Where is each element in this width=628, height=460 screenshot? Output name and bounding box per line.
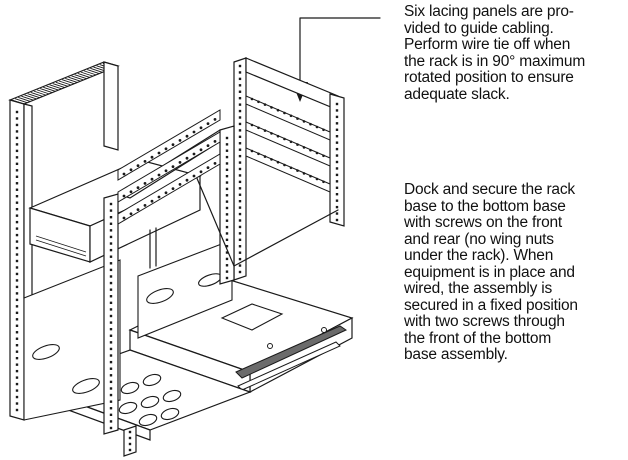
callout-line: Dock and secure the rack xyxy=(404,181,575,198)
callout-line: base to the bottom base xyxy=(404,197,566,215)
lacing-panels-callout: Six lacing panels are pro- vided to guid… xyxy=(404,3,586,103)
lacing-panel xyxy=(245,121,331,167)
lacing-panel xyxy=(245,95,331,141)
callout-line: the rack is in 90° maximum xyxy=(404,52,586,70)
callout-line: rotated position to ensure xyxy=(404,69,574,86)
front-frame xyxy=(103,109,339,457)
callout-line: adequate slack. xyxy=(404,85,510,103)
base-slot xyxy=(162,389,182,403)
callout-line: wired, the assembly is xyxy=(404,280,553,297)
callout-line: with screws on the front xyxy=(404,214,563,231)
base-slot xyxy=(118,401,138,415)
callout-line: with two screws through xyxy=(404,313,565,330)
callout-line: under the rack). When xyxy=(404,247,554,264)
base-slot xyxy=(140,395,160,409)
rear-left-frame xyxy=(8,61,120,421)
lacing-panel xyxy=(117,109,221,181)
callout-line: base assembly. xyxy=(404,346,508,363)
callout-line: Six lacing panels are pro- xyxy=(404,3,574,20)
callout-line: and rear (no wing nuts xyxy=(404,230,554,248)
callout-line: equipment is in place and xyxy=(404,263,575,281)
dock-base-callout: Dock and secure the rack base to the bot… xyxy=(404,181,578,364)
callout-line: vided to guide cabling. xyxy=(404,19,554,37)
callout-line: secured in a fixed position xyxy=(404,296,578,314)
callout-line: the front of the bottom xyxy=(404,329,552,347)
rear-right-frame xyxy=(233,57,345,281)
base-slot xyxy=(120,381,140,395)
lacing-panel xyxy=(117,131,221,203)
side-panels xyxy=(23,239,233,421)
base-slot xyxy=(138,413,158,427)
lacing-panel xyxy=(117,153,221,225)
base-slot xyxy=(142,373,162,387)
base-slot xyxy=(160,407,180,421)
post-mounting-holes xyxy=(15,64,339,452)
callout-line: Perform wire tie off when xyxy=(404,36,571,53)
lacing-panel xyxy=(245,147,331,193)
